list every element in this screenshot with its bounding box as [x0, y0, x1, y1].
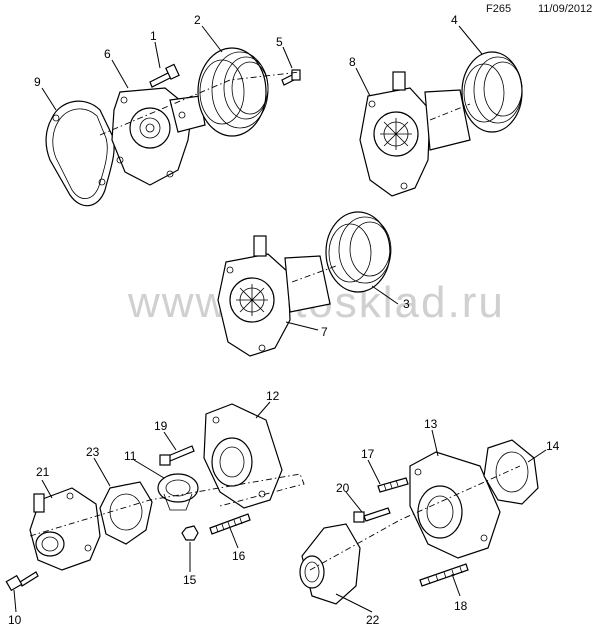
callout-13: 13 [424, 417, 438, 431]
callout-6: 6 [104, 47, 111, 61]
callout-11: 11 [124, 449, 137, 463]
callout-20: 20 [336, 481, 350, 495]
housing-12-drawing [203, 403, 283, 509]
gasket-9-drawing [45, 100, 115, 207]
pulley-2-drawing [197, 47, 269, 137]
callout-23: 23 [86, 445, 100, 459]
nut-15-drawing [181, 525, 199, 541]
stud-18-drawing [419, 563, 469, 587]
callout-9: 9 [34, 75, 41, 89]
thermostat-11-drawing [157, 473, 199, 511]
callout-12: 12 [266, 389, 280, 403]
callout-labels: 1 2 3 4 5 6 7 8 9 10 11 12 13 14 15 16 1… [8, 13, 560, 627]
callout-4: 4 [451, 13, 458, 27]
pulley-3-drawing [325, 211, 392, 293]
thermostat-housing-21-drawing [29, 487, 101, 571]
callout-17: 17 [361, 447, 375, 461]
callout-3: 3 [403, 297, 410, 311]
callout-15: 15 [183, 573, 197, 587]
bolt-1-drawing [149, 63, 180, 88]
diagram-code: F265 [486, 3, 512, 15]
leader-lines [13, 25, 547, 613]
callout-1: 1 [150, 29, 157, 43]
callout-14: 14 [546, 439, 560, 453]
stud-17-drawing [377, 477, 409, 493]
callout-2: 2 [194, 13, 201, 27]
callout-5: 5 [276, 35, 283, 49]
callout-21: 21 [36, 465, 50, 479]
water-pump-8-drawing [359, 71, 471, 197]
bolt-19-drawing [159, 445, 195, 466]
water-pump-6-drawing [111, 87, 206, 186]
callout-22: 22 [366, 613, 380, 627]
housing-13-drawing [409, 451, 501, 559]
stud-16-drawing [209, 513, 251, 535]
housing-22-drawing [299, 523, 361, 605]
callout-7: 7 [321, 325, 328, 339]
bolt-10-drawing [5, 571, 39, 592]
bolt-5-drawing [281, 69, 301, 86]
callout-19: 19 [154, 419, 168, 433]
diagram-date: 11/09/2012 [538, 3, 593, 15]
pulley-4-drawing [461, 51, 523, 133]
callout-10: 10 [8, 613, 22, 627]
bolt-20-drawing [353, 507, 391, 523]
callout-18: 18 [454, 599, 468, 613]
water-pump-7-drawing [217, 235, 331, 357]
callout-16: 16 [232, 549, 246, 563]
callout-8: 8 [349, 55, 356, 69]
gasket-14-drawing [483, 439, 539, 505]
